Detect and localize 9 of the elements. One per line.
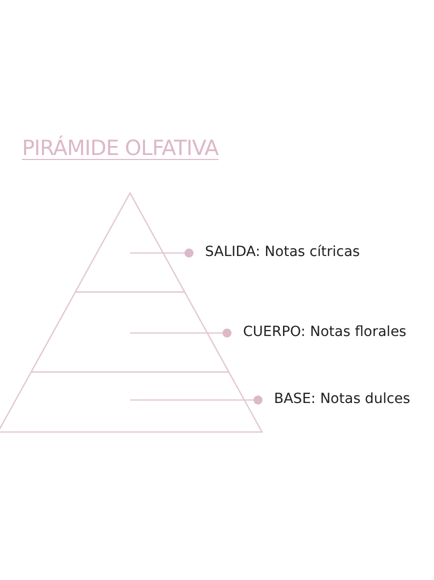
note-label: CUERPO: Notas florales <box>243 324 406 340</box>
note-label: SALIDA: Notas cítricas <box>205 244 360 260</box>
leader-line <box>130 328 232 338</box>
pyramid-tier <box>30 291 230 373</box>
note-label: BASE: Notas dulces <box>274 391 410 407</box>
pyramid-tier <box>0 371 264 433</box>
leader-line <box>130 248 194 258</box>
pyramid-top-tier <box>74 192 186 293</box>
title: PIRÁMIDE OLFATIVA <box>22 136 218 160</box>
